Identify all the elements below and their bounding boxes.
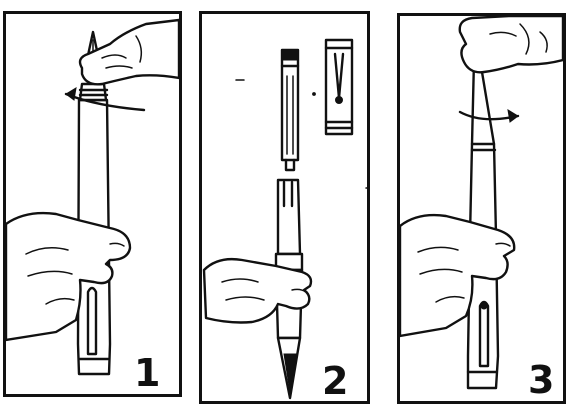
lower-hand <box>6 213 130 340</box>
panel-2: 2 <box>199 11 370 404</box>
panel-1-illustration <box>6 14 179 394</box>
pen-section <box>278 180 300 254</box>
upper-hand <box>80 20 179 84</box>
panel-3-illustration <box>400 16 563 401</box>
panel-number: 2 <box>322 362 348 400</box>
panel-number: 3 <box>528 361 554 399</box>
panel-1: 1 <box>3 11 182 397</box>
panel-2-illustration <box>202 14 367 401</box>
panel-3: 3 <box>397 13 566 404</box>
pen-collar <box>80 84 106 100</box>
panel-number: 1 <box>134 354 160 392</box>
